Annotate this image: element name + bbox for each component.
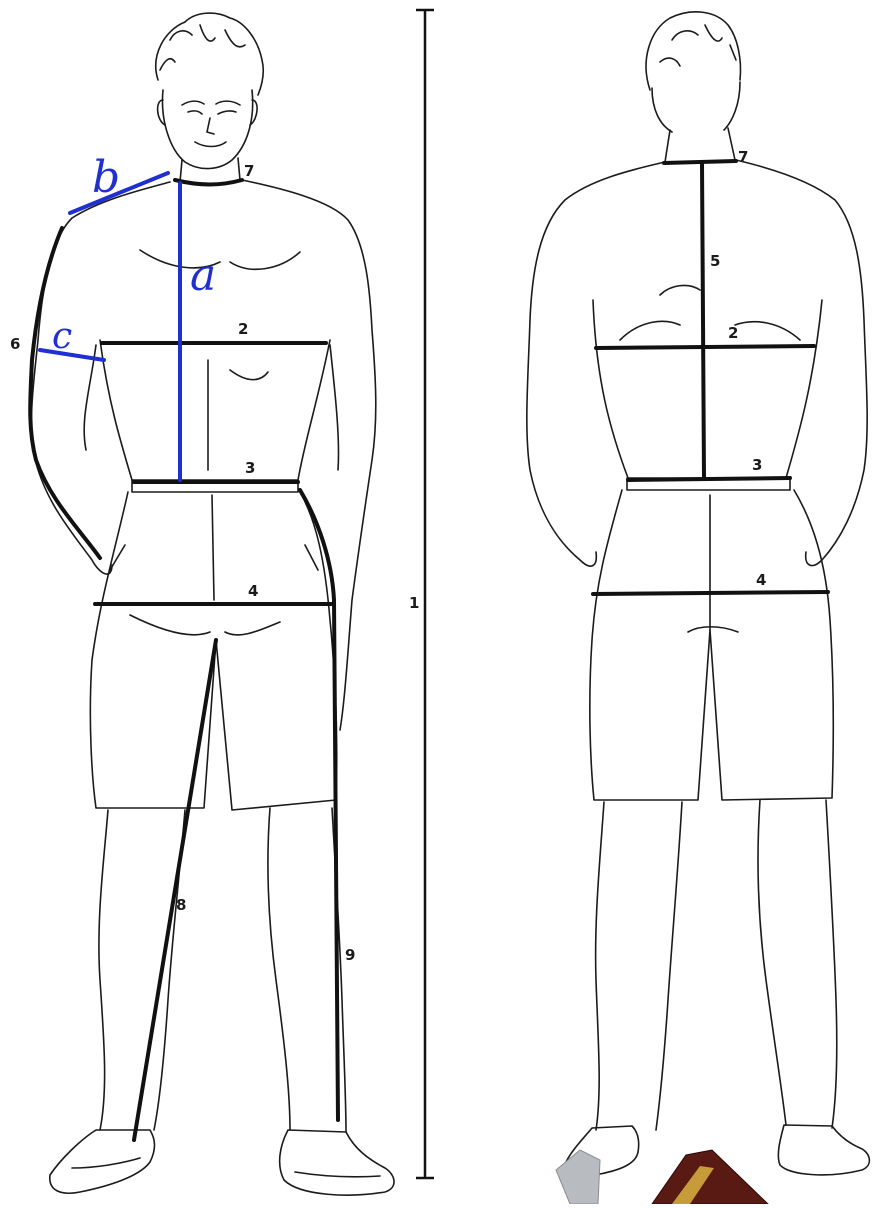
back-hip-line-4	[593, 592, 828, 594]
front-arm-line-6	[30, 228, 100, 558]
annotation-label-a: a	[190, 250, 216, 301]
front-hair	[156, 13, 263, 95]
back-neck-line-7	[664, 161, 736, 163]
front-label-6: 6	[10, 335, 20, 353]
height-label-1: 1	[409, 594, 419, 612]
back-label-5: 5	[710, 252, 720, 270]
back-waist-line-3	[628, 478, 790, 480]
back-label-4: 4	[756, 571, 766, 589]
front-face	[182, 101, 240, 146]
back-head	[652, 82, 740, 132]
front-left-arm	[31, 182, 170, 574]
front-label-4: 4	[248, 582, 258, 600]
front-ears	[158, 100, 258, 125]
front-neck-line-7	[175, 180, 242, 185]
grey-object-fragment	[556, 1150, 600, 1204]
dark-red-object-fragment	[652, 1150, 768, 1204]
back-shorts	[590, 478, 833, 800]
corner-object-fragments	[556, 1150, 768, 1204]
back-spine-line-5	[702, 163, 704, 478]
front-label-9: 9	[345, 946, 355, 964]
back-right-leg	[758, 800, 837, 1128]
back-neck	[665, 128, 735, 162]
front-label-2: 2	[238, 320, 248, 338]
annotation-label-c: c	[52, 316, 72, 357]
front-label-8: 8	[176, 896, 186, 914]
front-label-7: 7	[244, 162, 254, 180]
front-left-shoe	[50, 1130, 155, 1193]
front-shorts-details	[110, 495, 318, 635]
front-outseam-line-9	[300, 490, 338, 1120]
back-label-7: 7	[738, 148, 748, 166]
front-measure-lines	[30, 180, 338, 1140]
annotation-label-b: b	[92, 152, 120, 203]
back-left-arm	[527, 162, 665, 566]
back-torso	[593, 285, 822, 478]
front-label-3: 3	[245, 459, 255, 477]
back-right-shoe	[778, 1125, 869, 1175]
back-chest-line-2	[596, 346, 814, 348]
front-right-shoe	[280, 1130, 394, 1195]
front-right-arm	[242, 180, 376, 730]
back-label-3: 3	[752, 456, 762, 474]
back-shorts-details	[688, 495, 738, 632]
back-left-leg	[596, 802, 682, 1130]
back-hair	[646, 12, 740, 90]
front-inner-arms	[84, 345, 338, 470]
front-inseam-line-8	[134, 640, 216, 1140]
back-label-2: 2	[728, 324, 738, 342]
